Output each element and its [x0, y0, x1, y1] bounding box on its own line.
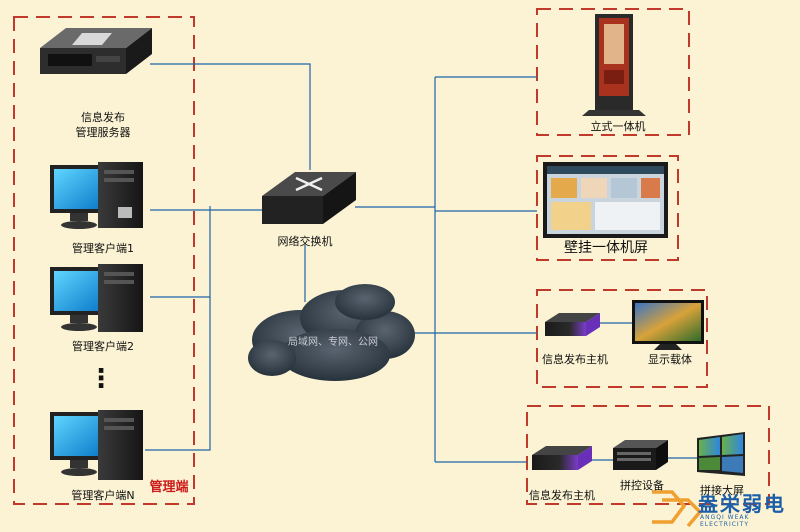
client2-label: 管理客户端2	[72, 340, 134, 353]
player-group-border	[536, 289, 708, 388]
line-clientN	[145, 297, 211, 451]
controller-label: 拼控设备	[620, 479, 664, 492]
media-player-1-icon	[545, 313, 600, 336]
brand-name: 盎栄弱电	[698, 492, 786, 516]
standing-group-border	[536, 8, 690, 136]
display-label: 显示载体	[648, 353, 692, 366]
server-label: 信息发布 管理服务器	[75, 111, 131, 139]
standing-kiosk-icon	[582, 14, 646, 116]
wall-screen-label: 壁挂一体机屏	[564, 240, 648, 256]
client-computer-2-icon	[50, 264, 143, 332]
switch-label: 网络交换机	[277, 235, 333, 248]
clients-ellipsis: ⋮	[88, 364, 114, 394]
rack-server-icon	[40, 28, 152, 74]
line-server-switch	[150, 63, 311, 170]
videowall-group-border	[526, 405, 770, 505]
admin-group-border	[13, 16, 195, 505]
line-client2	[150, 206, 211, 298]
video-wall-icon	[697, 432, 745, 476]
admin-group-title: 管理端	[149, 480, 189, 495]
wall-group-border	[536, 155, 679, 261]
brand-watermark: 盎栄弱电 ANGQI WEAK ELECTRICITY	[648, 486, 798, 530]
cloud-label: 局域网、专网、公网	[288, 337, 378, 348]
standing-kiosk-label: 立式一体机	[590, 120, 646, 133]
player1-label: 信息发布主机	[542, 353, 608, 366]
media-player-2-icon	[532, 446, 592, 470]
group-borders	[13, 8, 770, 505]
network-switch-icon	[262, 172, 356, 224]
clientN-label: 管理客户端N	[71, 489, 135, 502]
brand-subtitle: ANGQI WEAK ELECTRICITY	[700, 514, 750, 528]
splice-controller-icon	[613, 440, 668, 470]
client-computer-n-icon	[50, 410, 143, 480]
player2-label: 信息发布主机	[529, 489, 595, 502]
wall-screen-icon	[543, 162, 668, 238]
network-cloud-icon	[248, 284, 415, 381]
brand-logo-icon	[652, 490, 703, 528]
videowall-label: 拼接大屏	[700, 484, 744, 497]
display-tv-icon	[632, 300, 704, 350]
link-lines	[145, 63, 697, 463]
client1-label: 管理客户端1	[72, 242, 134, 255]
client-computer-1-icon	[50, 162, 143, 229]
